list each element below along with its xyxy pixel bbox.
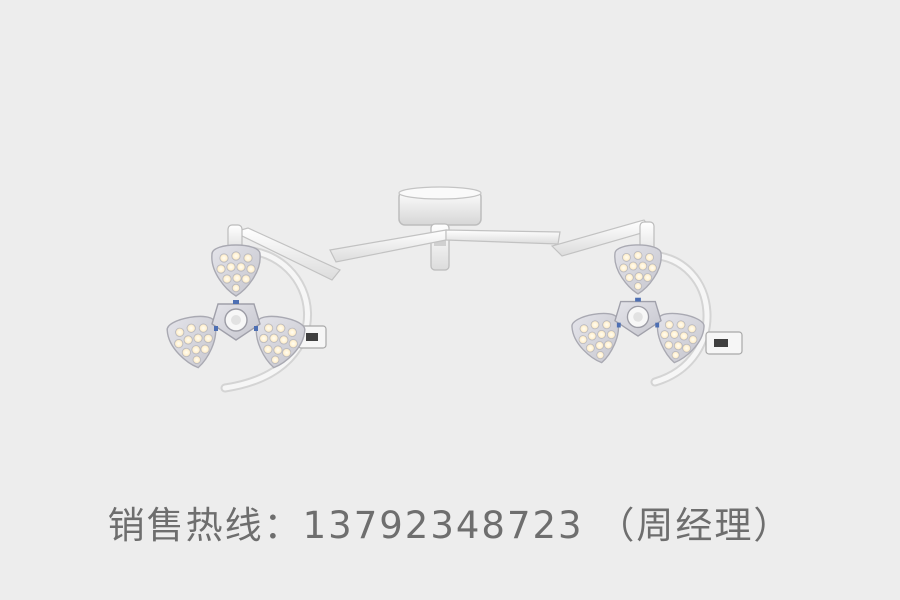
surgical-shadowless-lamp-icon: [0, 186, 743, 393]
left-arm: [220, 224, 447, 393]
sales-hotline-text: 销售热线：13792348723 （周经理）: [107, 504, 793, 547]
ceiling-canopy: [398, 186, 482, 271]
